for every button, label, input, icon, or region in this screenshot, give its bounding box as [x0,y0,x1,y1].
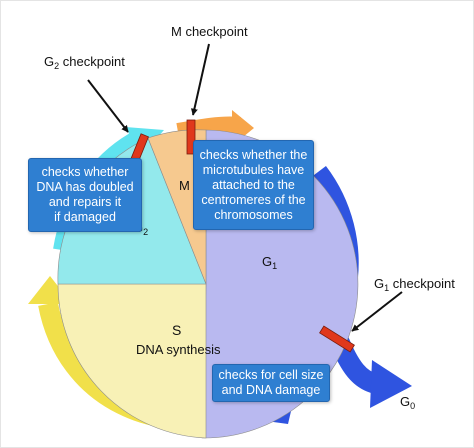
s-phase-label: S [172,322,181,338]
g1-checkpoint-pointer [351,291,403,332]
g1-phase-label: G1 [262,254,277,271]
g1-checkpoint-label: G1 checkpoint [374,276,455,293]
m-checkpoint-label: M checkpoint [171,24,248,39]
m-checkpoint-bar [186,119,196,155]
s-phase-description: DNA synthesis [136,342,221,357]
g0-arrow-head [370,360,412,408]
g1-checkpoint-bar [319,325,355,353]
g2-checkpoint-pointer [87,79,129,133]
g1-checkpoint-callout: checks for cell size and DNA damage [212,364,330,402]
g2-checkpoint-label: G2 checkpoint [44,54,125,71]
g0-phase-label: G0 [400,394,415,411]
s-sector [57,283,207,439]
g2-checkpoint-callout: checks whether DNA has doubled and repai… [28,158,142,232]
m-checkpoint-pointer [190,43,210,116]
m-phase-label: M [179,178,190,193]
m-checkpoint-callout: checks whether the microtubules have att… [193,140,314,230]
